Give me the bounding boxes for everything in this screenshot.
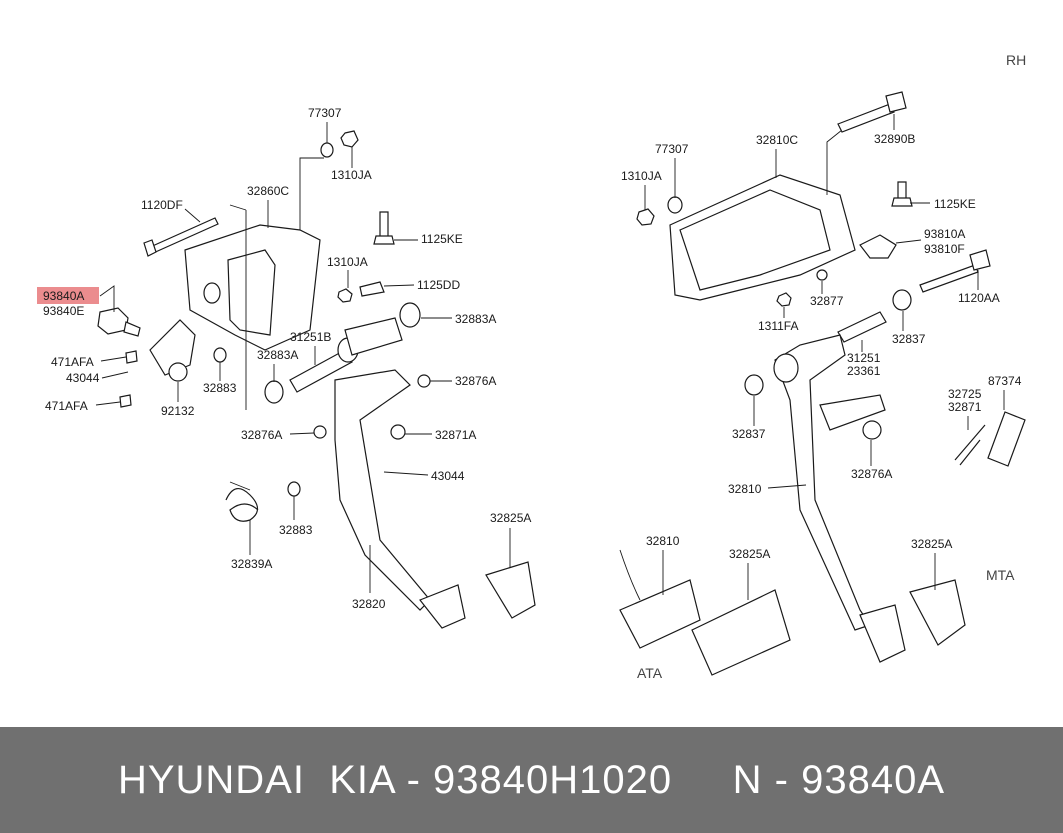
part-label[interactable]: 43044 [431,469,465,483]
part-label[interactable]: 32837 [892,332,926,346]
variant-label-mta: MTA [986,567,1015,583]
part-label[interactable]: 471AFA [51,355,94,369]
part-label[interactable]: 1310JA [327,255,368,269]
part-label[interactable]: 32810 [646,534,680,548]
part-label[interactable]: 32883 [279,523,313,537]
part-label[interactable]: 43044 [66,371,100,385]
part-label[interactable]: 1310JA [621,169,662,183]
left-bracket-assembly [97,130,536,629]
part-label[interactable]: 1310JA [331,168,372,182]
part-label[interactable]: 32810 [728,482,762,496]
part-label[interactable]: 32825A [729,547,770,561]
part-label[interactable]: 32883 [203,381,237,395]
part-label[interactable]: 1120AA [958,291,1000,305]
part-label[interactable]: 77307 [655,142,689,156]
part-label[interactable]: 32860C [247,184,289,198]
right-bracket-assembly [229,91,1026,676]
part-label[interactable]: 32871 [948,400,982,414]
part-label[interactable]: 32876A [851,467,892,481]
part-label[interactable]: 32825A [490,511,531,525]
part-label[interactable]: 32883A [257,348,298,362]
side-label: RH [1006,52,1026,68]
part-label[interactable]: 93840A [43,289,84,303]
part-label[interactable]: 32810C [756,133,798,147]
right-leader-lines [644,114,1005,600]
part-label[interactable]: 32876A [241,428,282,442]
part-label[interactable]: 32725 [948,387,982,401]
part-label[interactable]: 93810F [924,242,965,256]
part-label[interactable]: 77307 [308,106,342,120]
part-label[interactable]: 1311FA [758,319,798,333]
part-label[interactable]: 92132 [161,404,195,418]
part-label[interactable]: 32839A [231,557,272,571]
part-label[interactable]: 471AFA [45,399,88,413]
highlighted-part-box [37,287,99,304]
part-label[interactable]: 32825A [911,537,952,551]
part-label[interactable]: 1120DF [141,198,183,212]
part-label[interactable]: 93810A [924,227,965,241]
part-label[interactable]: 32883A [455,312,496,326]
part-label[interactable]: 93840E [43,304,84,318]
left-leader-lines [95,122,511,593]
part-label[interactable]: 32876A [455,374,496,388]
part-label[interactable]: 32890B [874,132,915,146]
part-label[interactable]: 1125DD [417,278,460,292]
part-label[interactable]: 32871A [435,428,476,442]
part-label[interactable]: 87374 [988,374,1022,388]
part-label[interactable]: 32877 [810,294,844,308]
part-label[interactable]: 1125KE [934,197,976,211]
part-label[interactable]: 23361 [847,364,881,378]
part-label[interactable]: 1125KE [421,232,463,246]
part-label[interactable]: 31251B [290,330,331,344]
part-label[interactable]: 31251 [847,351,881,365]
part-label[interactable]: 32820 [352,597,386,611]
right-part-labels: 77307 32810C 32890B 1310JA 1125KE 93810A… [621,132,1022,561]
part-number-text: HYUNDAI KIA - 93840H1020 N - 93840A [117,757,946,802]
left-part-labels: 93840A 93840E 1120DF 32860C 77307 1310JA… [43,106,531,611]
part-number-footer: HYUNDAI KIA - 93840H1020 N - 93840A [0,727,1063,833]
variant-label-ata: ATA [637,665,663,681]
part-label[interactable]: 32837 [732,427,766,441]
pedal-assembly-diagram: 93840A 93840E 1120DF 32860C 77307 1310JA… [37,52,1026,681]
